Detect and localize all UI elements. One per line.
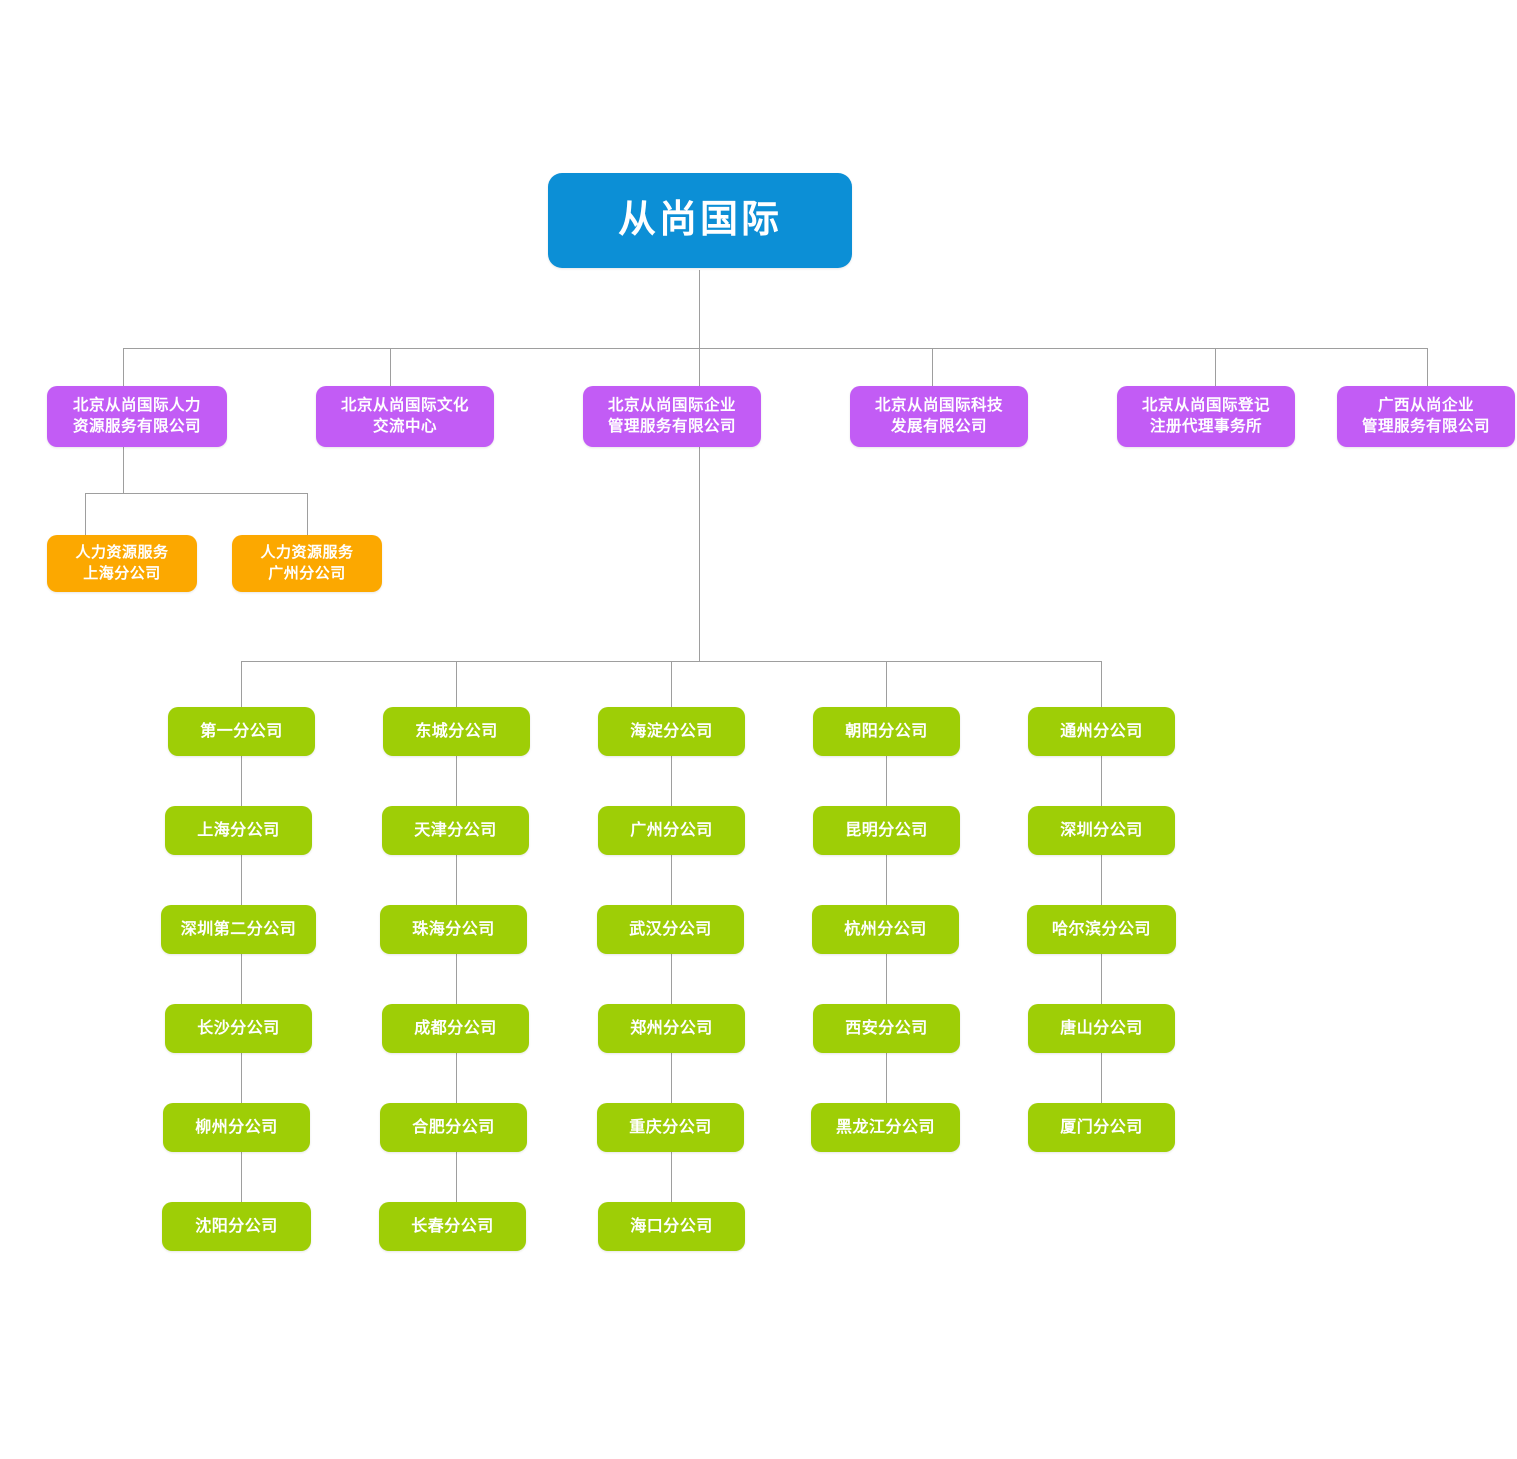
connector-division-drop-6: [1427, 348, 1428, 386]
branch-node-shanghai[interactable]: 上海分公司: [165, 806, 312, 855]
connector-root-down: [699, 270, 700, 348]
connector-enterprise-down: [699, 447, 700, 661]
branch-node-guangzhou[interactable]: 广州分公司: [598, 806, 745, 855]
branch-node-changchun[interactable]: 长春分公司: [379, 1202, 526, 1251]
branch-node-heilongjiang[interactable]: 黑龙江分公司: [811, 1103, 960, 1152]
branch-node-hefei[interactable]: 合肥分公司: [380, 1103, 527, 1152]
connector-hr-bus: [85, 493, 308, 494]
branch-node-kunming[interactable]: 昆明分公司: [813, 806, 960, 855]
branch-node-changsha[interactable]: 长沙分公司: [165, 1004, 312, 1053]
connector-branch-spine-5: [1101, 661, 1102, 1147]
branch-node-zhengzhou[interactable]: 郑州分公司: [598, 1004, 745, 1053]
branch-node-xian[interactable]: 西安分公司: [813, 1004, 960, 1053]
division-node-hr-services[interactable]: 北京从尚国际人力 资源服务有限公司: [47, 386, 227, 447]
branch-node-harbin[interactable]: 哈尔滨分公司: [1027, 905, 1176, 954]
branch-node-chengdu[interactable]: 成都分公司: [382, 1004, 529, 1053]
branch-node-tangshan[interactable]: 唐山分公司: [1028, 1004, 1175, 1053]
connector-division-drop-4: [932, 348, 933, 386]
branch-node-haikou[interactable]: 海口分公司: [598, 1202, 745, 1251]
branch-node-shenyang[interactable]: 沈阳分公司: [162, 1202, 311, 1251]
division-node-registration-agency[interactable]: 北京从尚国际登记 注册代理事务所: [1117, 386, 1295, 447]
connector-division-drop-3: [699, 348, 700, 386]
connector-hr-drop-2: [307, 493, 308, 535]
branch-node-shenzhen-second[interactable]: 深圳第二分公司: [161, 905, 316, 954]
connector-division-drop-5: [1215, 348, 1216, 386]
branch-node-wuhan[interactable]: 武汉分公司: [597, 905, 744, 954]
connector-division-drop-2: [390, 348, 391, 386]
root-node-congshang-international[interactable]: 从尚国际: [548, 173, 852, 268]
hr-branch-node-shanghai[interactable]: 人力资源服务 上海分公司: [47, 535, 197, 592]
branch-node-liuzhou[interactable]: 柳州分公司: [163, 1103, 310, 1152]
division-node-culture-exchange[interactable]: 北京从尚国际文化 交流中心: [316, 386, 494, 447]
division-node-guangxi-enterprise-management[interactable]: 广西从尚企业 管理服务有限公司: [1337, 386, 1515, 447]
connector-hr-drop-1: [85, 493, 86, 535]
branch-node-diyi[interactable]: 第一分公司: [168, 707, 315, 756]
branch-node-tongzhou[interactable]: 通州分公司: [1028, 707, 1175, 756]
branch-node-chaoyang[interactable]: 朝阳分公司: [813, 707, 960, 756]
branch-node-dongcheng[interactable]: 东城分公司: [383, 707, 530, 756]
branch-node-xiamen[interactable]: 厦门分公司: [1028, 1103, 1175, 1152]
division-node-enterprise-management[interactable]: 北京从尚国际企业 管理服务有限公司: [583, 386, 761, 447]
branch-node-zhuhai[interactable]: 珠海分公司: [380, 905, 527, 954]
branch-node-shenzhen[interactable]: 深圳分公司: [1028, 806, 1175, 855]
branch-node-chongqing[interactable]: 重庆分公司: [597, 1103, 744, 1152]
connector-branch-spine-4: [886, 661, 887, 1147]
connector-hr-down: [123, 447, 124, 493]
branch-node-hangzhou[interactable]: 杭州分公司: [812, 905, 959, 954]
division-node-technology-development[interactable]: 北京从尚国际科技 发展有限公司: [850, 386, 1028, 447]
connector-division-drop-1: [123, 348, 124, 386]
connector-division-bus: [123, 348, 1427, 349]
hr-branch-node-guangzhou[interactable]: 人力资源服务 广州分公司: [232, 535, 382, 592]
branch-node-tianjin[interactable]: 天津分公司: [382, 806, 529, 855]
branch-node-haidian[interactable]: 海淀分公司: [598, 707, 745, 756]
